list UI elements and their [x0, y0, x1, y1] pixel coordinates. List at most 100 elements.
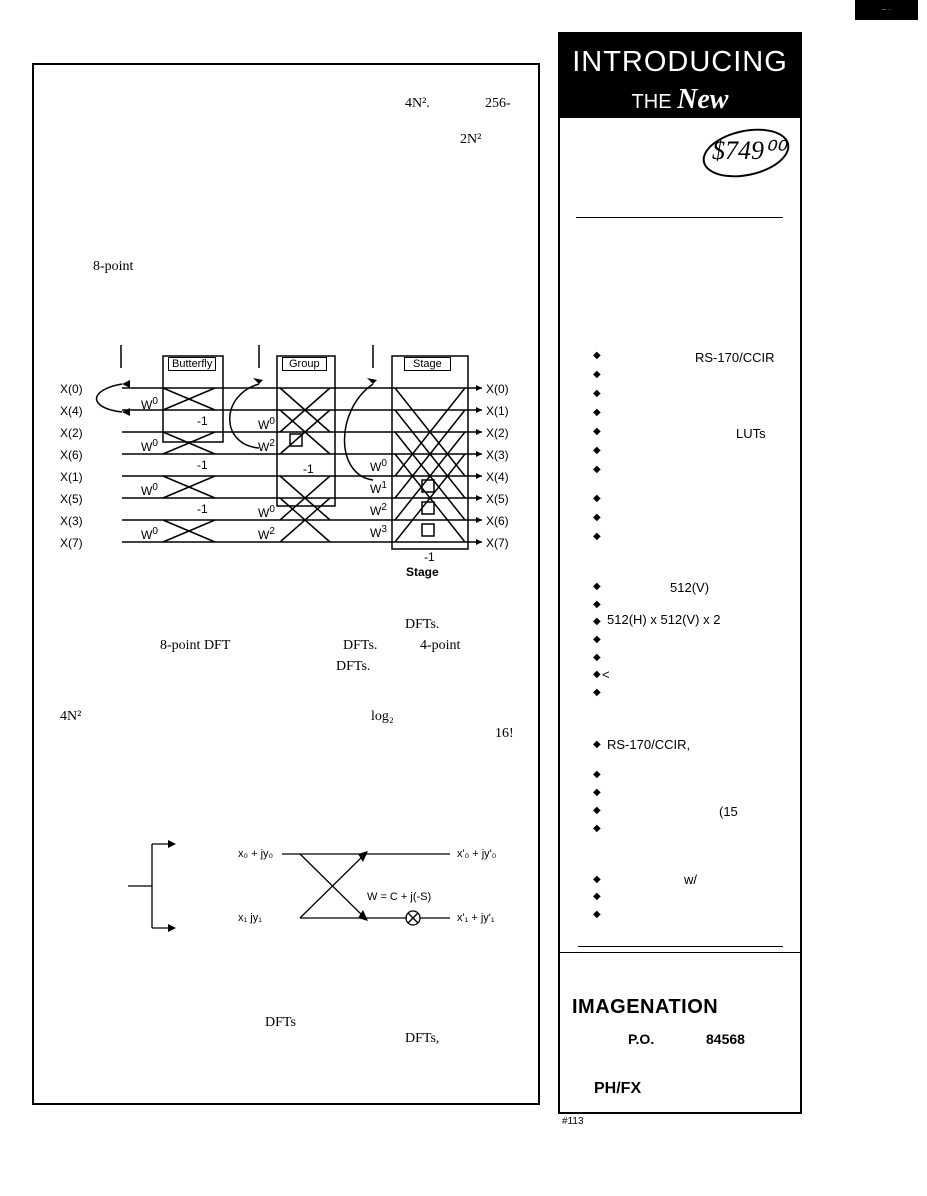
- diamond-bullet-icon: ◆: [593, 599, 601, 610]
- phone-fax-label: PH/FX: [594, 1080, 642, 1097]
- butterfly-label: Butterfly: [168, 357, 217, 371]
- reader-service-number: #113: [562, 1116, 584, 1127]
- diamond-bullet-icon: ◆: [593, 512, 601, 523]
- feature-w: w/: [684, 872, 697, 887]
- twiddle-label: W3: [370, 524, 387, 540]
- twiddle-label: W0: [258, 504, 275, 520]
- input-label: X(0): [60, 382, 83, 396]
- diamond-bullet-icon: ◆: [593, 652, 601, 663]
- diamond-bullet-icon: ◆: [593, 787, 601, 798]
- minus-one-box: [421, 479, 435, 493]
- text-fragment-log2: log₂: [371, 709, 394, 724]
- fft-flow-diagram: [95, 345, 482, 550]
- diamond-bullet-icon: ◆: [593, 769, 601, 780]
- ad-frame: [558, 32, 802, 1114]
- text-fragment-dfts: DFTs.: [405, 617, 440, 632]
- minus-one-box: [289, 433, 303, 447]
- butterfly-diagram: [128, 840, 450, 932]
- output-label: X(4): [486, 470, 509, 484]
- feature-15: (15: [719, 804, 738, 819]
- output-label: X(7): [486, 536, 509, 550]
- input-label: X(7): [60, 536, 83, 550]
- group-label: Group: [282, 357, 327, 371]
- diamond-bullet-icon: ◆: [593, 669, 601, 680]
- feature-rs170: RS-170/CCIR: [695, 350, 775, 365]
- diamond-bullet-icon: ◆: [593, 581, 601, 592]
- diamond-bullet-icon: ◆: [593, 531, 601, 542]
- twiddle-label: W2: [258, 438, 275, 454]
- text-fragment-8-point: 8-point: [93, 259, 134, 274]
- twiddle-label: W0: [141, 482, 158, 498]
- text-fragment-256: 256-: [485, 96, 511, 111]
- po-label: P.O.: [628, 1031, 655, 1047]
- diamond-bullet-icon: ◆: [593, 445, 601, 456]
- minus-one-box: [421, 501, 435, 515]
- output-label: X(0): [486, 382, 509, 396]
- diamond-bullet-icon: ◆: [593, 493, 601, 504]
- diamond-bullet-icon: ◆: [593, 687, 601, 698]
- diamond-bullet-icon: ◆: [593, 388, 601, 399]
- output-label: X(1): [486, 404, 509, 418]
- output-label: X(3): [486, 448, 509, 462]
- diamond-bullet-icon: ◆: [593, 426, 601, 437]
- twiddle-formula: W = C + j(-S): [367, 891, 432, 903]
- twiddle-label: W0: [141, 526, 158, 542]
- stage-caption: Stage: [406, 565, 439, 579]
- ad-headline: INTRODUCING: [572, 46, 788, 78]
- feature-resolution: 512(H) x 512(V) x 2: [607, 612, 721, 627]
- text-fragment-4n2: 4N².: [405, 96, 430, 111]
- text-fragment-dfts: DFTs,: [405, 1031, 440, 1046]
- curved-arrow: [229, 383, 260, 449]
- ad-subheadline: THE New: [631, 84, 729, 115]
- text-fragment-dfts: DFTs: [265, 1015, 296, 1030]
- input-label: X(6): [60, 448, 83, 462]
- ad-header: INTRODUCING THE New: [560, 34, 800, 118]
- article-frame: [32, 63, 540, 1105]
- text-fragment-4-point: 4-point: [420, 638, 461, 653]
- curved-arrow: [95, 383, 123, 413]
- twiddle-label: W0: [370, 458, 387, 474]
- input-label: X(4): [60, 404, 83, 418]
- text-fragment-2n2: 2N²: [460, 132, 482, 147]
- ad-divider: [576, 217, 783, 218]
- feature-rs170-b: RS-170/CCIR,: [607, 737, 691, 752]
- text-fragment-4n2: 4N²: [60, 709, 82, 724]
- minus-one-label: -1: [197, 502, 208, 516]
- curved-arrow: [343, 383, 374, 481]
- diamond-bullet-icon: ◆: [593, 464, 601, 475]
- text-fragment-8-point-dft: 8-point DFT: [160, 638, 231, 653]
- diamond-bullet-icon: ◆: [593, 823, 601, 834]
- input-label: X(1): [60, 470, 83, 484]
- po-box-number: 84568: [706, 1031, 745, 1047]
- diamond-bullet-icon: ◆: [593, 350, 601, 361]
- text-fragment-dfts: DFTs.: [343, 638, 378, 653]
- minus-one-box: [421, 523, 435, 537]
- stage-frame: [391, 355, 469, 550]
- price-text: $749⁰⁰: [712, 136, 785, 165]
- ad-divider: [560, 952, 800, 953]
- diamond-bullet-icon: ◆: [593, 739, 601, 750]
- corner-tab: — ··: [855, 0, 918, 20]
- butterfly-input-top: x₀ + jy₀: [238, 848, 274, 860]
- output-label: X(5): [486, 492, 509, 506]
- minus-one-label: -1: [424, 550, 435, 564]
- stage-box-label: Stage: [404, 357, 451, 371]
- minus-one-label: -1: [197, 458, 208, 472]
- feature-lt: <: [602, 667, 610, 682]
- brand-logo: IMAGENATION: [572, 996, 719, 1018]
- minus-one-label: -1: [303, 462, 314, 476]
- input-label: X(5): [60, 492, 83, 506]
- output-label: X(6): [486, 514, 509, 528]
- twiddle-label: W2: [258, 526, 275, 542]
- text-fragment-16: 16!: [495, 726, 514, 741]
- butterfly-input-bottom: x₁ jy₁: [238, 912, 262, 924]
- twiddle-label: W0: [258, 416, 275, 432]
- twiddle-label: W0: [141, 396, 158, 412]
- input-label: X(2): [60, 426, 83, 440]
- group-frame: [276, 355, 336, 507]
- twiddle-label: W2: [370, 502, 387, 518]
- text-fragment-dfts: DFTs.: [336, 659, 371, 674]
- twiddle-label: W0: [141, 438, 158, 454]
- butterfly-output-bottom: x'₁ + jy'₁: [457, 912, 495, 924]
- diamond-bullet-icon: ◆: [593, 874, 601, 885]
